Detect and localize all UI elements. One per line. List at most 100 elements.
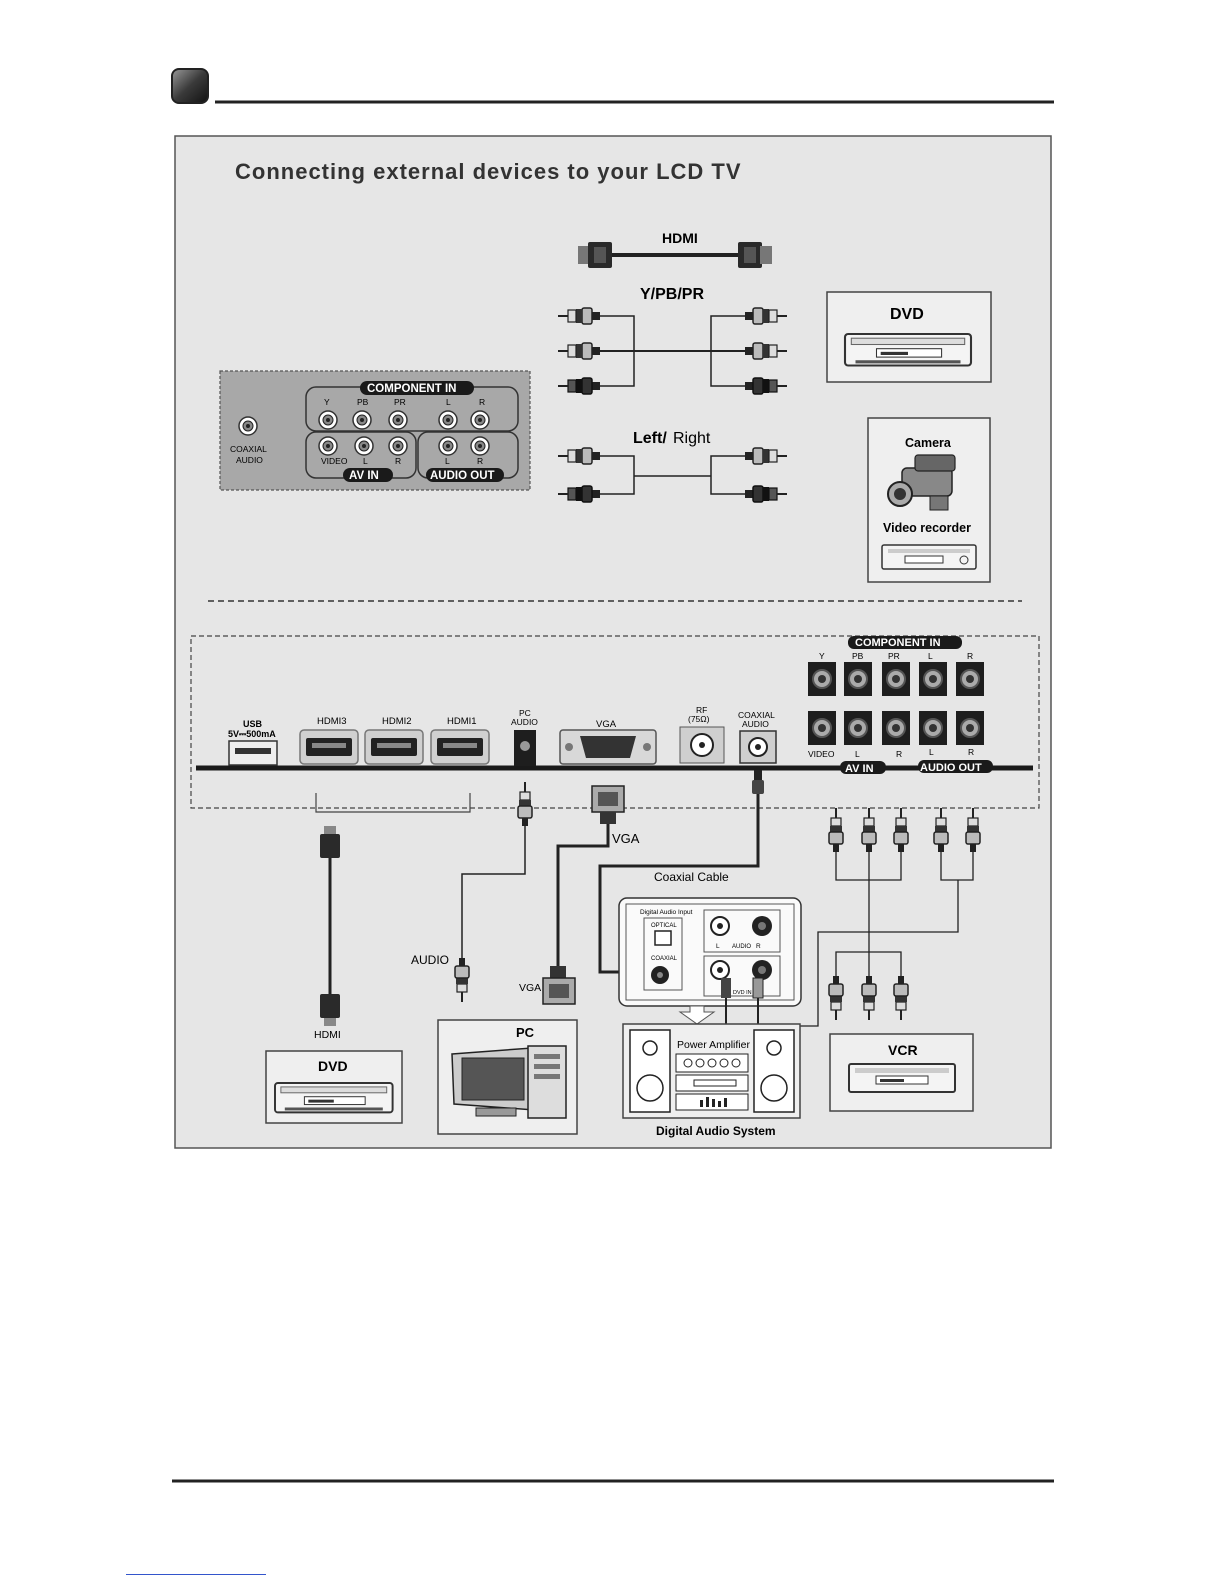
arrow-down-icon bbox=[678, 1005, 716, 1025]
video-recorder-icon bbox=[881, 544, 977, 570]
footnote-underline bbox=[126, 1574, 266, 1575]
digital-audio-system-label: Digital Audio System bbox=[656, 1124, 776, 1138]
out-r-label: R bbox=[477, 456, 483, 466]
pc-computer-icon bbox=[451, 1045, 567, 1119]
av-l-label: L bbox=[363, 456, 368, 466]
av-r-label: R bbox=[395, 456, 401, 466]
amplifier-icon bbox=[675, 1053, 749, 1111]
hdmi-cable-icon bbox=[578, 242, 772, 268]
audio-lr-jack-icons bbox=[710, 916, 772, 936]
rear-r-label: R bbox=[967, 651, 973, 661]
jack-label-l: L bbox=[446, 397, 451, 407]
rear-l-label: L bbox=[928, 651, 933, 661]
rear-audio-out-badge-text: AUDIO OUT bbox=[920, 762, 982, 774]
audio-input-title: Digital Audio Input bbox=[640, 909, 693, 916]
coaxial-label-2: AUDIO bbox=[236, 455, 263, 465]
vga-cable-icon bbox=[542, 785, 625, 1005]
dvd-label-top: DVD bbox=[890, 306, 924, 323]
audio-cable-icon bbox=[557, 447, 788, 503]
coax-in-label: COAXIAL bbox=[651, 956, 678, 962]
audio-cable-label: AUDIO bbox=[411, 953, 449, 967]
rear-av-jacks bbox=[807, 710, 985, 746]
vcr-label: VCR bbox=[888, 1042, 918, 1058]
left-right-label-a: Left/ bbox=[633, 430, 667, 447]
rear-av-l-label: L bbox=[855, 749, 860, 759]
coaxial-label-1: COAXIAL bbox=[230, 444, 267, 454]
pc-audio-cable-icon bbox=[454, 781, 533, 1003]
dvd-in-label: DVD IN bbox=[733, 990, 752, 996]
component-in-badge-text: COMPONENT IN bbox=[367, 383, 456, 395]
coaxial-port-icon bbox=[739, 730, 777, 764]
usb-label-2: 5V⎓500mA bbox=[228, 729, 276, 739]
hdmi3-label: HDMI3 bbox=[317, 716, 347, 727]
component-cable-label: Y/PB/PR bbox=[640, 286, 704, 303]
coaxial-cable-label: Coaxial Cable bbox=[654, 870, 729, 884]
hdmi2-label: HDMI2 bbox=[382, 716, 412, 727]
jack-label-pr: PR bbox=[394, 397, 406, 407]
rear-audio-out-badge bbox=[918, 760, 993, 773]
video-recorder-label: Video recorder bbox=[883, 521, 971, 535]
component-in-badge bbox=[360, 381, 474, 395]
component-cable-icon bbox=[557, 307, 788, 395]
rear-pr-label: PR bbox=[888, 651, 900, 661]
pc-audio-label-2: AUDIO bbox=[511, 717, 538, 727]
rear-out-r-label: R bbox=[968, 747, 974, 757]
camera-label: Camera bbox=[905, 436, 952, 450]
rear-component-badge-text: COMPONENT IN bbox=[855, 637, 941, 649]
left-right-label-b: Right bbox=[673, 430, 711, 447]
audio-box-l: L bbox=[716, 943, 720, 950]
hdmi-cable-to-dvd-icon bbox=[320, 826, 340, 1026]
audio-out-badge-text: AUDIO OUT bbox=[430, 470, 495, 482]
av-in-badge-text: AV IN bbox=[349, 470, 379, 482]
hdmi1-label: HDMI1 bbox=[447, 716, 477, 727]
vga-port-icon bbox=[559, 729, 657, 765]
rf-port-icon bbox=[679, 726, 725, 764]
usb-label-1: USB bbox=[243, 719, 263, 729]
audio-box-audio: AUDIO bbox=[732, 944, 751, 950]
hdmi-cable-label: HDMI bbox=[662, 230, 698, 246]
audio-out-badge bbox=[426, 468, 504, 482]
dvd-player-icon bbox=[843, 332, 973, 367]
coax-in-jack-icon bbox=[651, 966, 669, 984]
rear-pb-label: PB bbox=[852, 651, 864, 661]
hdmi-cable-bottom-label: HDMI bbox=[314, 1029, 341, 1041]
rf-label-1: RF bbox=[696, 705, 707, 715]
optical-label: OPTICAL bbox=[651, 923, 677, 929]
dvd-in-jack-icons bbox=[710, 960, 772, 980]
rear-out-l-label: L bbox=[929, 747, 934, 757]
hdmi2-port-icon bbox=[364, 729, 424, 765]
camcorder-icon bbox=[887, 454, 956, 511]
speaker-right-icon bbox=[753, 1029, 795, 1113]
vga-cable-label: VGA bbox=[612, 831, 640, 846]
rear-av-r-label: R bbox=[896, 749, 902, 759]
rear-y-label: Y bbox=[819, 651, 825, 661]
hdmi-bracket bbox=[315, 793, 471, 813]
dvd-label-bottom: DVD bbox=[318, 1058, 348, 1074]
out-l-label: L bbox=[445, 456, 450, 466]
rca-plugs-in-box bbox=[721, 977, 764, 1026]
optical-port-icon bbox=[654, 930, 672, 946]
pc-label: PC bbox=[516, 1025, 535, 1040]
coax-port-label-1: COAXIAL bbox=[738, 710, 775, 720]
rear-video-label: VIDEO bbox=[808, 749, 835, 759]
rf-label-2: (75Ω) bbox=[688, 714, 710, 724]
hdmi3-port-icon bbox=[299, 729, 359, 765]
rear-av-in-badge bbox=[840, 761, 886, 774]
page-title: Connecting external devices to your LCD … bbox=[235, 159, 742, 184]
section-marker-icon bbox=[171, 68, 209, 104]
speaker-left-icon bbox=[629, 1029, 671, 1113]
video-label: VIDEO bbox=[321, 456, 348, 466]
jack-label-pb: PB bbox=[357, 397, 369, 407]
pc-audio-label-1: PC bbox=[519, 708, 531, 718]
coaxial-jack bbox=[238, 416, 258, 436]
coax-port-label-2: AUDIO bbox=[742, 719, 769, 729]
rear-component-jacks bbox=[807, 661, 985, 697]
usb-port-icon bbox=[228, 740, 278, 766]
rear-component-badge bbox=[848, 636, 962, 649]
av-in-badge bbox=[343, 468, 393, 482]
vcr-icon bbox=[848, 1063, 956, 1093]
jack-label-r: R bbox=[479, 397, 485, 407]
hdmi1-port-icon bbox=[430, 729, 490, 765]
